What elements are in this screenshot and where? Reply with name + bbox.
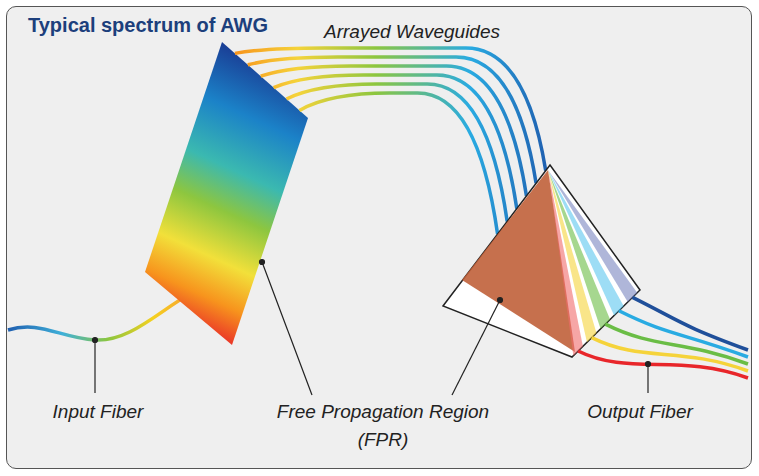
output-fiber bbox=[619, 311, 748, 357]
part-label: Output Fiber bbox=[560, 398, 720, 426]
arrayed-waveguides bbox=[235, 48, 546, 234]
part-label: Free Propagation Region (FPR) bbox=[267, 398, 499, 453]
waveguide bbox=[299, 93, 497, 234]
part-label: Arrayed Waveguides bbox=[292, 18, 532, 46]
input-fiber bbox=[8, 294, 190, 340]
diagram-title: Typical spectrum of AWG bbox=[28, 14, 268, 37]
output-fiber bbox=[633, 297, 748, 350]
output-fibers bbox=[578, 297, 748, 378]
part-label: Input Fiber bbox=[18, 398, 178, 426]
input-fpr bbox=[145, 42, 308, 345]
beam bbox=[548, 170, 624, 315]
leader-lines bbox=[93, 260, 651, 396]
output-fiber bbox=[605, 324, 748, 364]
waveguide bbox=[287, 84, 508, 221]
beam bbox=[548, 170, 637, 302]
wavelength-beams bbox=[548, 170, 637, 356]
waveguide bbox=[274, 75, 517, 209]
